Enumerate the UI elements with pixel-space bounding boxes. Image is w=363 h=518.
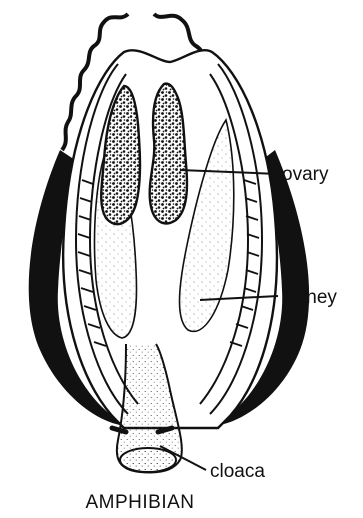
ovary-label: ovary xyxy=(282,164,329,185)
cloaca-opening xyxy=(120,448,176,472)
kidney-label: kidney xyxy=(282,287,337,308)
diagram-caption: AMPHIBIAN xyxy=(85,492,194,513)
cloaca-label: cloaca xyxy=(210,461,265,482)
